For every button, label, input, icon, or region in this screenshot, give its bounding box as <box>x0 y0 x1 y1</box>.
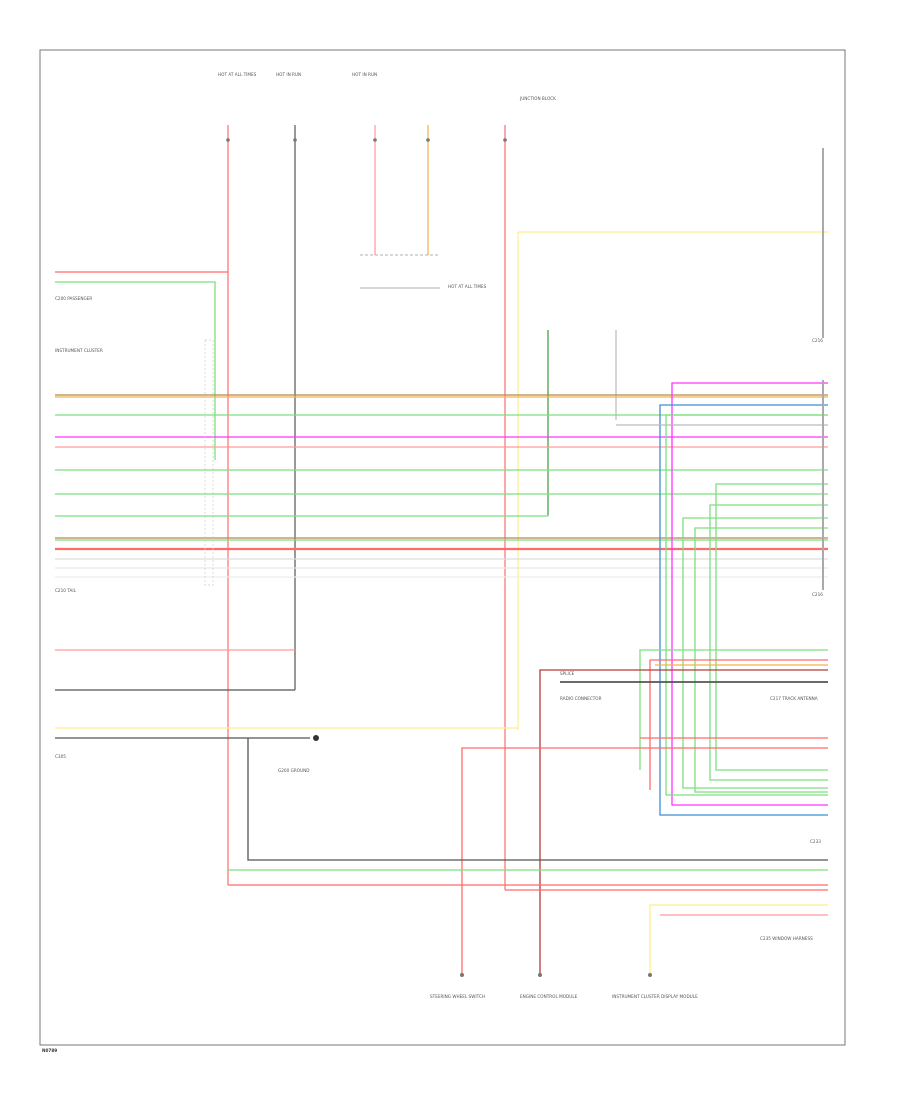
right-wire-blue <box>659 404 828 816</box>
right-block-label-4: C233 <box>810 839 821 844</box>
left-bus-bracket <box>204 339 214 586</box>
top-connector-label-3: HOT IN RUN <box>352 72 377 77</box>
left-block-label-1: C200 PASSENGER <box>55 296 92 301</box>
antenna-wire-green-1 <box>639 649 828 770</box>
pin-3 <box>373 138 377 142</box>
top-connector-label-4: HOT AT ALL TIMES <box>448 284 487 289</box>
pin-2 <box>293 138 297 142</box>
component-pin-3 <box>648 973 652 977</box>
right-wire-magenta <box>671 382 828 806</box>
horizontal-bus <box>55 394 828 578</box>
right-block-label-5: C235 WINDOW HARNESS <box>760 936 813 941</box>
pin-4 <box>426 138 430 142</box>
right-wire-green-c <box>709 504 828 781</box>
antenna-wire-red-1 <box>649 659 828 790</box>
left-block-label-3: C210 TAIL <box>55 588 77 593</box>
bottom-component-label-2: ENGINE CONTROL MODULE <box>520 994 578 999</box>
top-connector-label-2: HOT IN RUN <box>276 72 301 77</box>
top-connector-labels: HOT AT ALL TIMES HOT IN RUN HOT IN RUN H… <box>218 72 556 289</box>
right-vertical-bundle <box>518 231 828 816</box>
bus-wire-7 <box>55 515 549 517</box>
wire-green-upper <box>55 281 216 460</box>
lower-right-wires <box>228 737 828 975</box>
right-pin-column-top <box>822 148 824 338</box>
diagram-frame <box>39 49 846 1046</box>
right-wire-green-b <box>715 483 828 771</box>
center-label-ground: G200 GROUND <box>278 768 309 773</box>
vertical-wires <box>227 125 617 890</box>
top-connector-label-5: JUNCTION BLOCK <box>519 96 556 101</box>
lower-right-wire-red-2 <box>461 747 828 975</box>
antenna-wire-darkred <box>539 669 828 975</box>
component-pin-2 <box>538 973 542 977</box>
right-block-label-1: C216 <box>812 338 823 343</box>
right-block-label-3: C217 TRACK ANTENNA <box>770 696 818 701</box>
bottom-component-label-1: STEERING WHEEL SWITCH <box>430 994 485 999</box>
component-pin-1 <box>460 973 464 977</box>
pin-5 <box>503 138 507 142</box>
right-wire-green-a <box>665 414 828 796</box>
right-wire-green-d <box>682 517 828 789</box>
right-pin-column <box>822 148 824 590</box>
top-pins <box>226 138 507 142</box>
center-label-splice: SPLICE <box>560 671 575 676</box>
lower-right-wire-yellow <box>649 904 828 975</box>
diagram-id-code: N0789 <box>42 1048 57 1053</box>
bottom-component-pins <box>460 973 652 977</box>
upper-left-wires <box>55 271 228 460</box>
right-pin-column-mid <box>822 380 824 590</box>
antenna-wires <box>539 649 828 975</box>
left-block-label-2: INSTRUMENT CLUSTER <box>55 348 103 353</box>
top-connector-label-1: HOT AT ALL TIMES <box>218 72 257 77</box>
pin-1 <box>226 138 230 142</box>
lower-left-wires <box>55 649 518 739</box>
right-block-label-2: C216 <box>812 592 823 597</box>
left-block-label-4: C305 <box>55 754 66 759</box>
ground-terminal <box>313 735 319 741</box>
center-label-radio: RADIO CONNECTOR <box>560 696 602 701</box>
lower-right-wire-gray <box>247 738 828 861</box>
bottom-component-label-3: INSTRUMENT CLUSTER DISPLAY MODULE <box>612 994 698 999</box>
